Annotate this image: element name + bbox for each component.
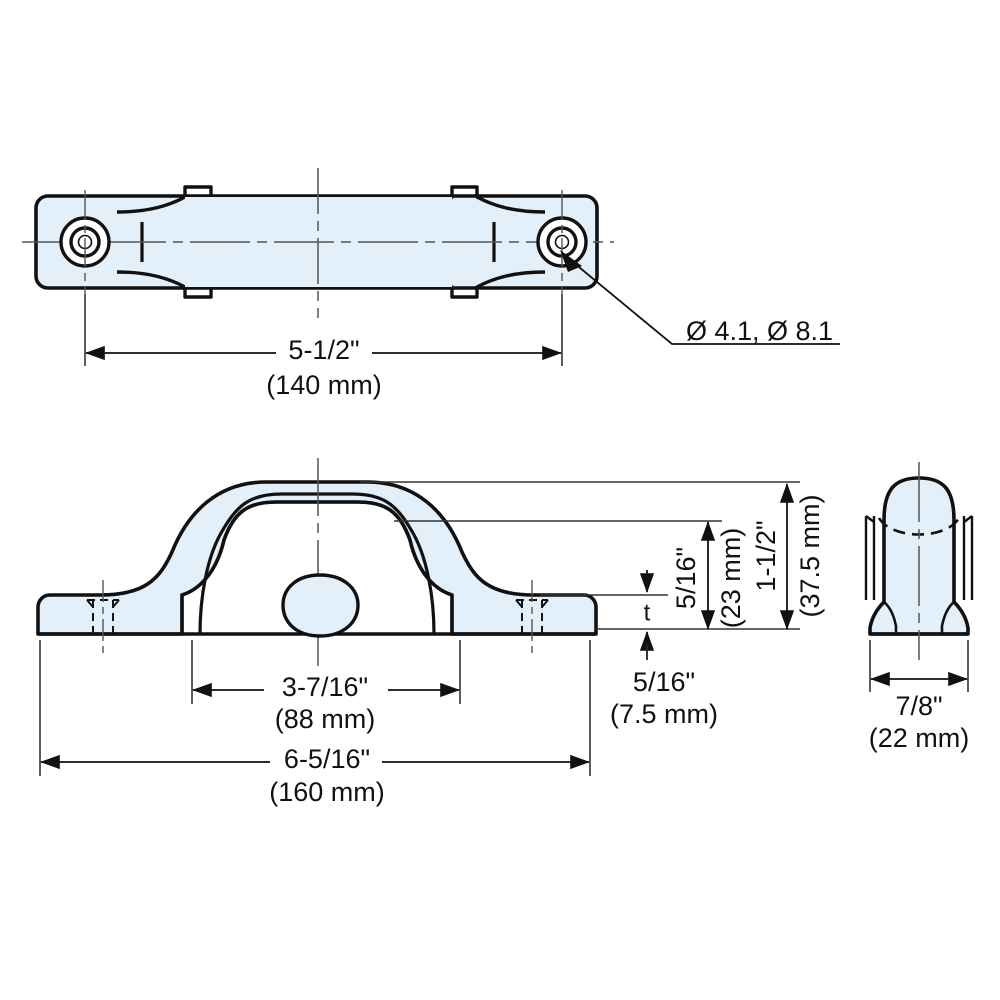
dim-side-width-metric: (22 mm) <box>869 723 970 753</box>
dim-inner-width-metric: (88 mm) <box>275 704 376 734</box>
top-view: Ø 4.1, Ø 8.1 5-1/2" (140 mm) <box>22 168 840 400</box>
dim-inner-width <box>191 640 461 704</box>
front-view-left-hidden-hole <box>86 580 120 656</box>
front-view-right-hidden-hole <box>515 580 549 656</box>
dim-clearance-height-imperial: 5/16" <box>671 547 701 609</box>
front-view-inner-contour <box>180 500 454 634</box>
dim-clearance-height-metric: (23 mm) <box>716 528 746 629</box>
side-view-left-rail <box>864 516 876 600</box>
front-view-center-boss <box>281 573 360 638</box>
side-view-right-rail <box>962 516 974 600</box>
dim-side-width <box>869 640 969 692</box>
dim-overall-height-imperial: 1-1/2" <box>751 520 781 591</box>
side-view-rail-caps <box>865 515 973 523</box>
front-view-grip-inner-line <box>198 492 436 635</box>
dim-center-to-center-metric: (140 mm) <box>266 370 382 400</box>
dim-overall-height-metric: (37.5 mm) <box>795 494 825 617</box>
dim-overall-length-imperial: 6-5/16" <box>284 744 370 774</box>
top-view-right-hole <box>536 190 588 294</box>
dim-center-to-center <box>84 294 563 366</box>
side-view: 7/8" (22 mm) <box>864 462 974 753</box>
dim-center-to-center-imperial: 5-1/2" <box>288 335 359 365</box>
dim-overall-length-metric: (160 mm) <box>269 777 385 807</box>
dim-base-thickness-metric: (7.5 mm) <box>610 699 718 729</box>
dim-base-thickness-imperial: 5/16" <box>633 667 695 697</box>
hole-diameter-label: Ø 4.1, Ø 8.1 <box>686 316 833 346</box>
front-view: t 5/16" (7.5 mm) 5/16" (23 mm) 1-1/2" (3… <box>36 458 825 807</box>
dim-base-thickness-symbol: t <box>644 599 651 626</box>
dim-side-width-imperial: 7/8" <box>895 691 942 721</box>
dim-inner-width-imperial: 3-7/16" <box>282 672 368 702</box>
hole-diameter-leader <box>560 250 840 345</box>
side-view-base-flare-line <box>883 601 955 634</box>
top-view-left-hole <box>59 190 111 294</box>
dim-overall-length <box>39 640 591 776</box>
